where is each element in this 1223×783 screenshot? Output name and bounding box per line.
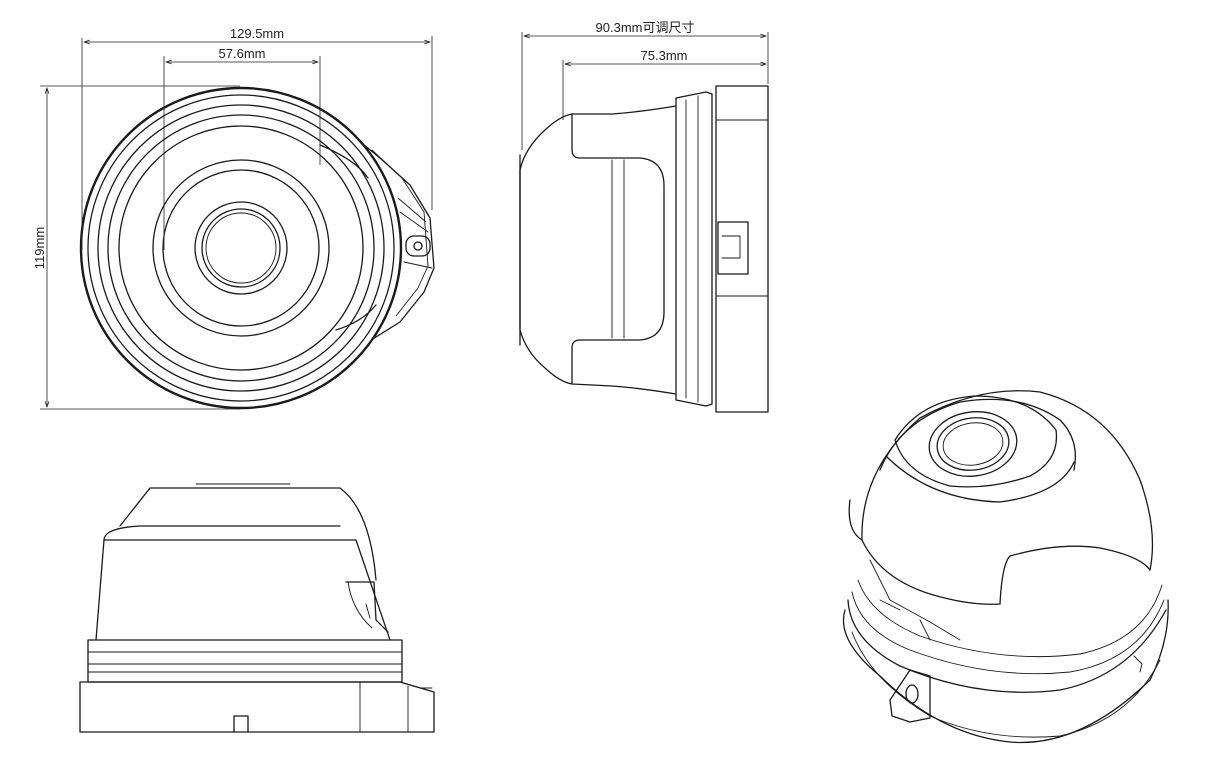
front-lens — [194, 201, 288, 295]
front-outer-ring — [79, 86, 403, 410]
side-dimensions: 90.3mm可调尺寸 75.3mm — [521, 20, 769, 150]
bottom-dome-top — [119, 487, 377, 581]
dim-side-depth: 75.3mm — [641, 48, 688, 63]
front-view — [79, 86, 435, 410]
dim-side-adjustable: 90.3mm可调尺寸 — [596, 20, 695, 35]
isometric-view — [842, 390, 1169, 744]
dim-lens-window: 57.6mm — [219, 46, 266, 61]
bottom-base-block — [79, 681, 435, 733]
iso-base — [842, 599, 1169, 744]
side-base-plate — [715, 85, 769, 413]
iso-dome — [861, 390, 1154, 571]
bottom-view — [79, 483, 435, 733]
bottom-ring-band — [87, 639, 403, 683]
side-dome-shell — [519, 105, 677, 395]
iso-lens — [928, 411, 1018, 477]
dim-height: 119mm — [32, 227, 47, 269]
side-lock-tab — [717, 221, 749, 275]
front-lock-slot — [405, 235, 431, 257]
front-dome-ring — [152, 159, 330, 337]
iso-lock-tab — [889, 669, 931, 723]
side-arch-cutout — [571, 113, 665, 385]
dim-front-width: 129.5mm — [230, 26, 284, 41]
side-view — [519, 85, 769, 413]
front-dimensions: 129.5mm 57.6mm 119mm — [32, 26, 433, 410]
